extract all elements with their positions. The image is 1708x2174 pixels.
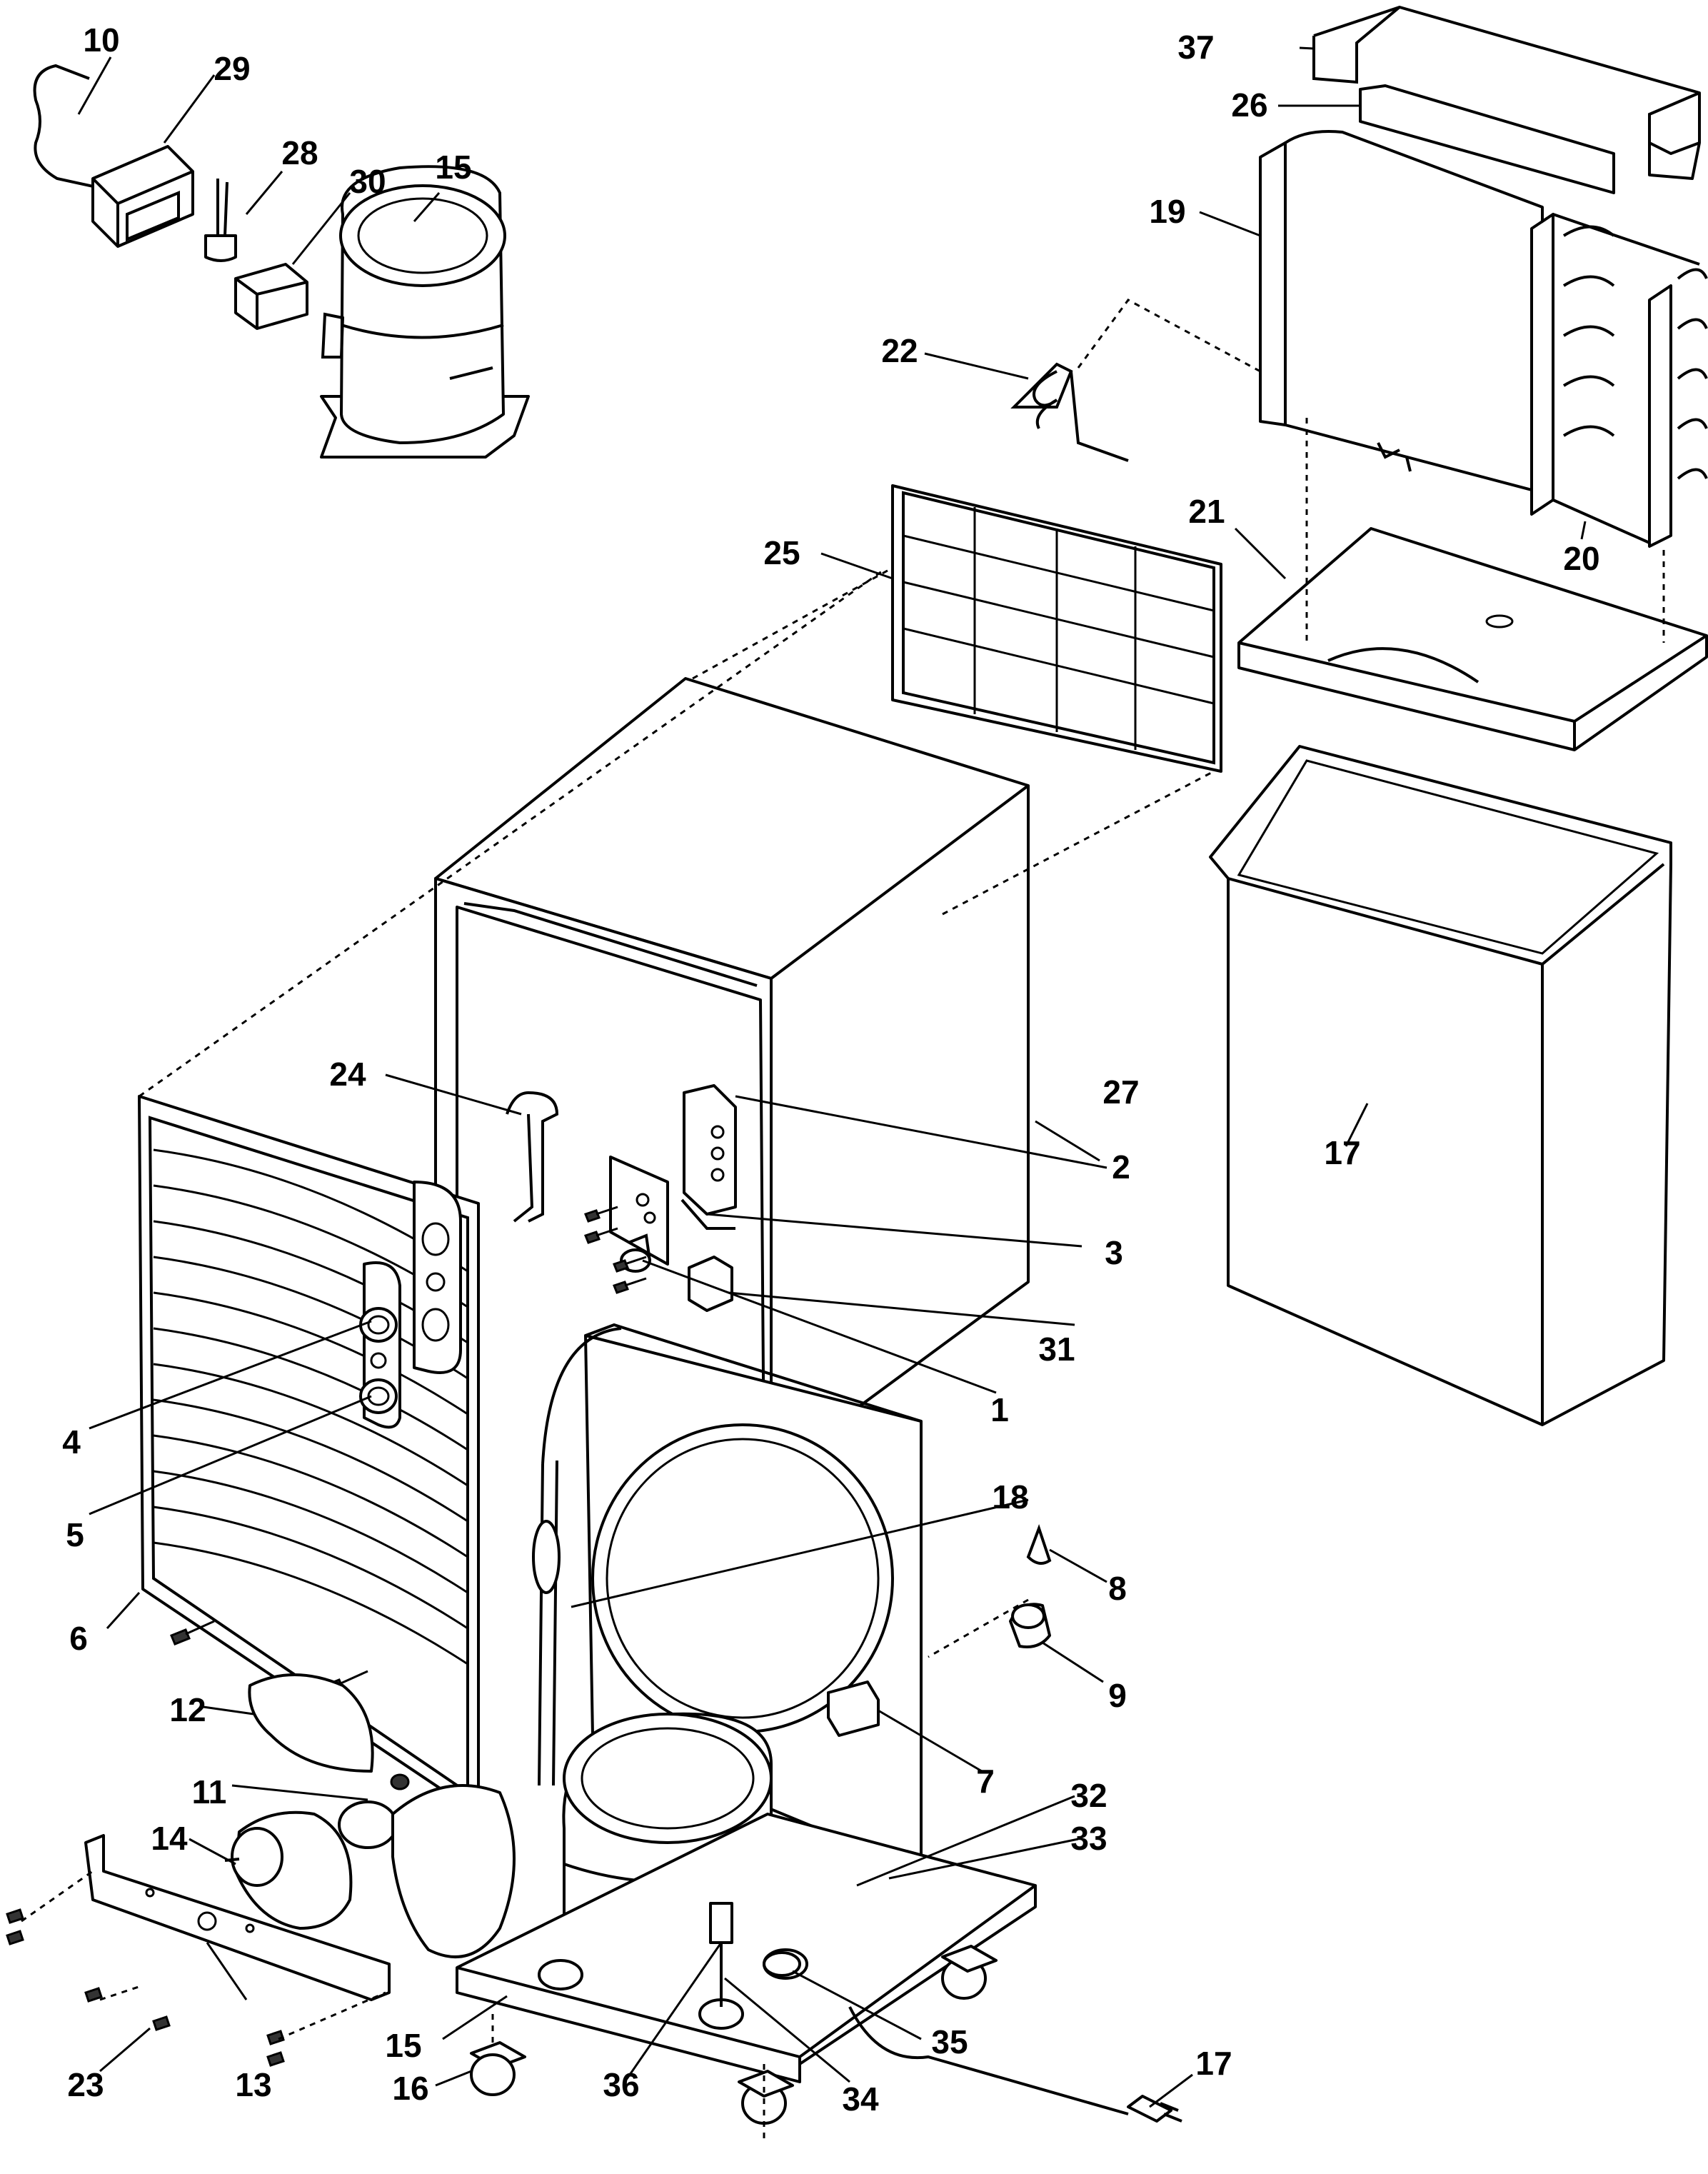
callout-7: 7 <box>976 1763 995 1800</box>
part-4-knob <box>359 1307 398 1343</box>
callout-14: 14 <box>151 1820 188 1857</box>
callout-5: 5 <box>66 1516 84 1553</box>
callout-8: 8 <box>1108 1570 1127 1607</box>
callout-12: 12 <box>169 1691 206 1728</box>
part-36-mount-foot <box>763 1951 801 1977</box>
part-10-wire-clip <box>33 64 97 189</box>
part-30-terminal-cover <box>91 145 194 248</box>
callout-33: 32 <box>1070 1777 1107 1814</box>
callout-25: 24 <box>329 1056 366 1093</box>
part-24-screws <box>6 1908 285 2067</box>
part-17-power-cord <box>848 2006 1182 2123</box>
part-18-bin <box>1209 745 1672 1426</box>
part-15-compressor-top <box>320 165 530 459</box>
leader-lines <box>77 46 1587 2108</box>
callout-labels: 10 29 28 30 15 37 26 19 22 21 20 25 24 2… <box>62 21 1599 2118</box>
callout-36: 35 <box>931 2023 968 2060</box>
callout-11: 11 <box>192 1773 227 1810</box>
part-38-evaporator-cover <box>1312 6 1701 180</box>
part-3-bracket <box>680 1198 735 1230</box>
part-8-clip <box>1026 1524 1052 1565</box>
callout-24: 23 <box>67 2066 104 2103</box>
part-5-knob <box>359 1352 398 1414</box>
callout-37: 36 <box>603 2066 639 2103</box>
part-12-fan-blade <box>248 1673 374 1773</box>
part-11-fan-hub <box>338 1773 516 1958</box>
part-7-capacitor-bracket <box>827 1680 880 1737</box>
callout-2: 2 <box>1112 1148 1130 1186</box>
part-23-thermostat-bulb <box>1010 362 1129 462</box>
callout-9: 9 <box>1108 1677 1127 1714</box>
part-26-air-filter <box>891 484 1222 773</box>
part-34-base-pan <box>456 1813 1037 2083</box>
callout-22: 21 <box>1188 493 1225 530</box>
callout-31: 30 <box>349 163 386 200</box>
part-31-relay <box>234 263 308 330</box>
callout-28: 27 <box>1102 1073 1139 1111</box>
callout-3: 3 <box>1105 1234 1123 1271</box>
assembly-dashed-lines <box>21 299 1665 2143</box>
callout-15-top: 15 <box>435 149 471 186</box>
part-27-gasket-strip <box>1359 84 1615 194</box>
screws-control-panel <box>584 1206 647 1294</box>
callout-27: 26 <box>1231 86 1267 124</box>
callout-10: 10 <box>83 21 119 59</box>
callout-6: 6 <box>69 1620 88 1657</box>
callout-18: 17 <box>1324 1134 1360 1171</box>
callout-30: 29 <box>214 50 250 87</box>
callout-1: 1 <box>990 1391 1009 1428</box>
callout-4: 4 <box>62 1423 81 1461</box>
part-32-switch <box>688 1256 733 1312</box>
part-2-terminal-block <box>683 1084 737 1216</box>
part-13-motor-bracket <box>84 1834 391 2001</box>
part-25-wire-harness <box>506 1091 559 1223</box>
callout-34: 33 <box>1070 1820 1107 1857</box>
callout-38: 37 <box>1177 29 1214 66</box>
callout-29: 28 <box>281 134 318 171</box>
callout-19: 18 <box>992 1478 1028 1516</box>
callout-35: 34 <box>842 2080 879 2118</box>
part-20-evaporator <box>1259 130 1544 494</box>
part-14-fan-motor <box>224 1810 353 1930</box>
callout-26: 25 <box>763 534 800 571</box>
part-22-drip-tray <box>1237 527 1708 751</box>
callout-20: 19 <box>1149 193 1185 230</box>
part-29-overload <box>204 179 237 262</box>
callout-16: 16 <box>392 2070 428 2107</box>
callout-13: 13 <box>235 2066 271 2103</box>
part-37-stud <box>709 1902 733 1944</box>
part-1-control-panel <box>609 1156 669 1273</box>
callout-32: 31 <box>1038 1331 1075 1368</box>
callout-23: 22 <box>881 332 918 369</box>
part-21-coil <box>1530 213 1708 548</box>
callout-15-bottom: 15 <box>385 2027 421 2064</box>
part-9-capacitor <box>1009 1603 1051 1648</box>
callout-21: 20 <box>1563 540 1599 577</box>
callout-17: 17 <box>1195 2045 1232 2082</box>
